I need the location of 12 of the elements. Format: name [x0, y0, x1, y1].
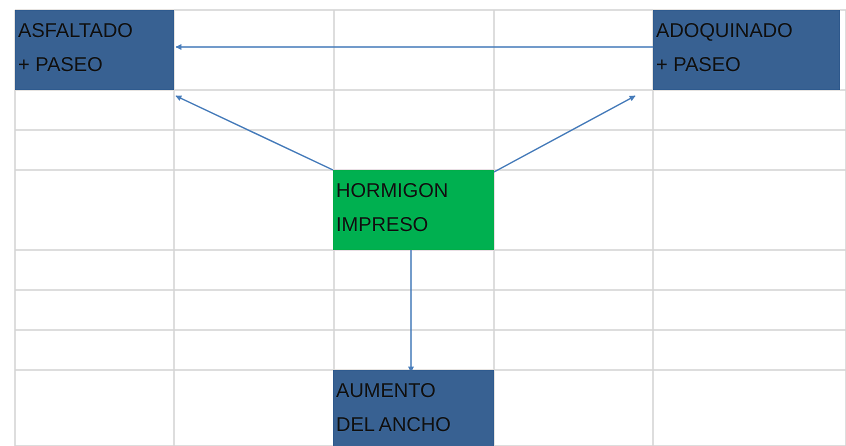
paving-option-box [653, 10, 840, 90]
box-label: AUMENTO DEL ANCHO [336, 379, 452, 438]
arrow [408, 250, 414, 373]
box-label: HORMIGON IMPRESO [336, 179, 450, 238]
box-label: ASFALTADO + PASEO [18, 19, 134, 78]
central-option-box [333, 170, 494, 250]
arrow [175, 95, 334, 171]
paving-option-box [333, 370, 494, 446]
arrow [494, 95, 636, 173]
arrow [175, 44, 653, 50]
paving-option-box [15, 10, 174, 90]
box-label: ADOQUINADO + PASEO [656, 19, 794, 78]
